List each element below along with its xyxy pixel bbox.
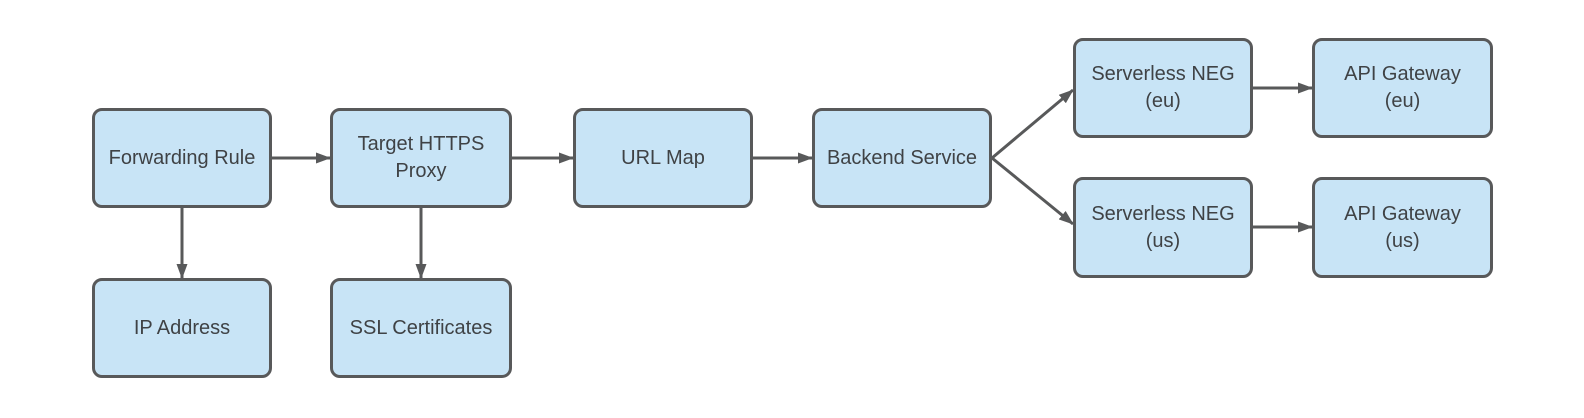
node-backend-service-label: Backend Service [826, 146, 978, 169]
node-api-gateway-eu: API Gateway (eu) [1312, 38, 1493, 138]
node-ip-address-label: IP Address [133, 316, 231, 339]
node-url-map: URL Map [573, 108, 753, 208]
node-target-https-proxy: Target HTTPS Proxy [330, 108, 512, 208]
node-forwarding-rule-label: Forwarding Rule [108, 146, 256, 169]
edge-backend-service-to-serverless-neg-eu [991, 88, 1074, 160]
node-api-gateway-us: API Gateway (us) [1312, 177, 1493, 278]
node-serverless-neg-eu: Serverless NEG (eu) [1073, 38, 1253, 138]
node-target-https-proxy-label: Target HTTPS Proxy [357, 133, 485, 182]
node-ip-address: IP Address [92, 278, 272, 378]
node-serverless-neg-us: Serverless NEG (us) [1073, 177, 1253, 278]
edge-backend-service-to-serverless-neg-us [991, 156, 1074, 226]
node-forwarding-rule: Forwarding Rule [92, 108, 272, 208]
node-api-gateway-us-label: API Gateway (us) [1344, 202, 1461, 252]
node-backend-service: Backend Service [812, 108, 992, 208]
node-serverless-neg-us-label: Serverless NEG (us) [1091, 202, 1235, 252]
node-api-gateway-eu-label: API Gateway (eu) [1344, 63, 1461, 112]
node-serverless-neg-eu-label: Serverless NEG (eu) [1091, 63, 1235, 112]
node-url-map-label: URL Map [621, 146, 705, 169]
node-ssl-certificates: SSL Certificates [330, 278, 512, 378]
node-ssl-certificates-label: SSL Certificates [349, 316, 493, 339]
